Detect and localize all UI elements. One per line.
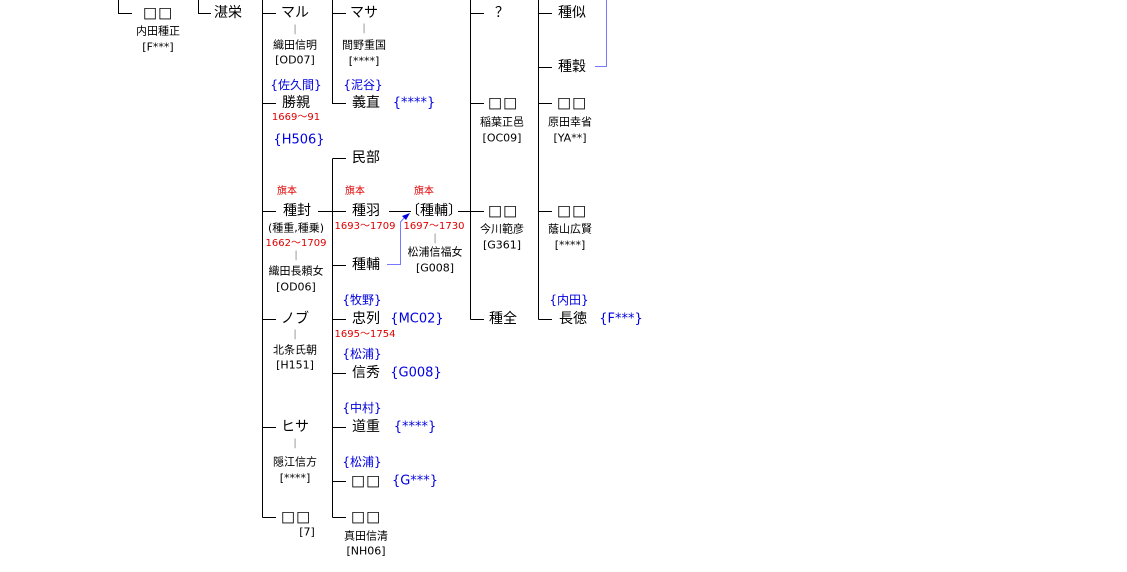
person-code: {****} bbox=[392, 95, 436, 111]
person-name: 義直 bbox=[352, 95, 380, 111]
person-code: {MC02} bbox=[390, 311, 444, 327]
spouse-name: 真田信清 bbox=[344, 529, 388, 543]
rank-label: 旗本 bbox=[277, 186, 297, 197]
spouse-name: 織田信明 bbox=[273, 38, 317, 52]
person-code: {G008} bbox=[390, 365, 442, 381]
person-code: {F***} bbox=[599, 311, 643, 327]
person-name: 〔種輔〕 bbox=[406, 203, 462, 219]
life-years: 1695～1754 bbox=[334, 329, 396, 340]
adopted-family: {松浦} bbox=[342, 455, 382, 469]
adopted-family: {内田} bbox=[549, 293, 589, 307]
person-name: □□ bbox=[487, 93, 519, 112]
person-name: 種全 bbox=[489, 311, 517, 327]
person-name: 湛栄 bbox=[214, 5, 242, 21]
person-code: [****] bbox=[348, 54, 380, 68]
alias: (種重,種乗) bbox=[267, 221, 325, 235]
person-code: [7] bbox=[299, 525, 315, 539]
person-code: [NH06] bbox=[346, 544, 386, 558]
person-name: □□ bbox=[142, 3, 174, 22]
adopted-family: {中村} bbox=[342, 401, 382, 415]
person-name: ヒサ bbox=[281, 419, 309, 435]
spouse-name: 稲葉正邑 bbox=[480, 115, 524, 129]
marriage-mark: | bbox=[433, 233, 437, 244]
adopted-family: {松浦} bbox=[342, 347, 382, 361]
life-years: 1697～1730 bbox=[403, 221, 465, 232]
marriage-mark: | bbox=[293, 438, 297, 449]
person-code: [YA**] bbox=[553, 131, 587, 145]
person-code: {****} bbox=[393, 419, 437, 435]
adopted-family: {牧野} bbox=[342, 293, 382, 307]
person-name: 種羽 bbox=[352, 203, 380, 219]
marriage-mark: | bbox=[293, 329, 297, 340]
spouse-name: 松浦信福女 bbox=[407, 245, 463, 259]
spouse-name: 蔭山広賢 bbox=[548, 222, 592, 236]
arrow-head-icon bbox=[402, 213, 410, 220]
spouse-name: 原田幸省 bbox=[548, 115, 592, 129]
person-name: □□ bbox=[350, 507, 382, 526]
person-code: [OD07] bbox=[275, 53, 315, 67]
adoption-arrow-line bbox=[387, 217, 405, 265]
person-name: 種輔 bbox=[352, 257, 380, 273]
person-code: [OC09] bbox=[482, 131, 522, 145]
person-name: 民部 bbox=[352, 150, 380, 166]
person-name: 長徳 bbox=[559, 311, 587, 327]
spouse-name: 北条氏朝 bbox=[273, 343, 317, 357]
life-years: 1693～1709 bbox=[334, 221, 396, 232]
person-name: マル bbox=[281, 5, 309, 21]
life-years: 1662～1709 bbox=[265, 238, 327, 249]
spouse-name: 隠江信方 bbox=[273, 455, 317, 469]
spouse-name: 内田種正 bbox=[136, 24, 180, 38]
person-name: ノブ bbox=[281, 311, 309, 327]
person-name: 信秀 bbox=[352, 365, 380, 381]
person-name: 種穀 bbox=[558, 59, 586, 75]
spouse-name: 織田長頼女 bbox=[268, 264, 324, 278]
person-name: 道重 bbox=[352, 419, 380, 435]
person-code: [OD06] bbox=[276, 280, 316, 294]
marriage-mark: | bbox=[293, 24, 297, 35]
person-name: □□ bbox=[556, 93, 588, 112]
person-code: [****] bbox=[554, 238, 586, 252]
person-code: [G008] bbox=[415, 261, 455, 275]
marriage-mark: | bbox=[362, 23, 366, 34]
person-code: {H506} bbox=[273, 132, 325, 148]
adopted-family: {佐久間} bbox=[270, 78, 322, 92]
spouse-name: 間野重国 bbox=[342, 38, 386, 52]
person-name: □□ bbox=[350, 471, 382, 490]
person-code: [G361] bbox=[482, 238, 522, 252]
person-name: 種似 bbox=[558, 5, 586, 21]
person-name: 種封 bbox=[283, 203, 311, 219]
marriage-mark: | bbox=[294, 250, 298, 261]
adoption-link bbox=[595, 0, 607, 67]
person-name: 勝親 bbox=[282, 95, 310, 111]
person-name: □□ bbox=[556, 201, 588, 220]
person-name: ？ bbox=[495, 5, 509, 21]
person-code: [F***] bbox=[142, 40, 174, 54]
adopted-family: {泥谷} bbox=[343, 78, 383, 92]
spouse-name: 今川範彦 bbox=[480, 222, 524, 236]
person-name: マサ bbox=[350, 5, 378, 21]
person-name: 忠列 bbox=[352, 311, 380, 327]
life-years: 1669～91 bbox=[271, 112, 321, 123]
person-name: □□ bbox=[280, 507, 312, 526]
person-code: [H151] bbox=[276, 358, 314, 372]
person-code: {G***} bbox=[391, 473, 439, 489]
person-code: [****] bbox=[279, 471, 311, 485]
rank-label: 旗本 bbox=[414, 186, 434, 197]
rank-label: 旗本 bbox=[345, 186, 365, 197]
person-name: □□ bbox=[487, 201, 519, 220]
